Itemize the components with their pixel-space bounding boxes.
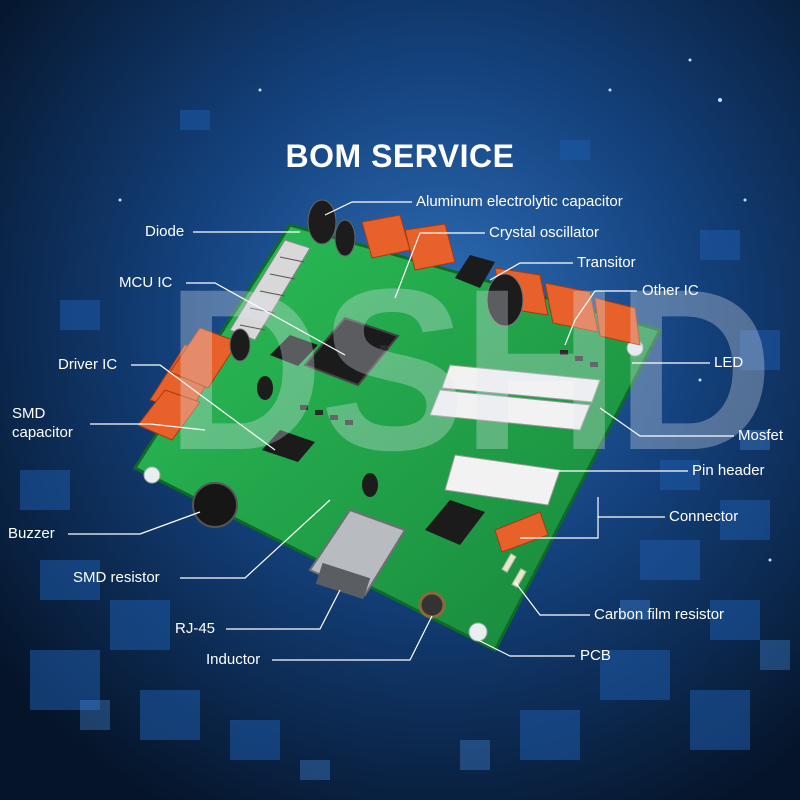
label-buzzer: Buzzer xyxy=(8,525,55,542)
label-led: LED xyxy=(714,354,744,371)
label-aluminum-capacitor: Aluminum electrolytic capacitor xyxy=(416,193,623,210)
label-connector: Connector xyxy=(669,508,739,525)
label-inductor: Inductor xyxy=(206,651,261,668)
label-pcb: PCB xyxy=(580,647,611,664)
label-carbon-film-resistor: Carbon film resistor xyxy=(594,606,725,623)
label-mcu-ic: MCU IC xyxy=(119,274,173,291)
label-smd-resistor: SMD resistor xyxy=(73,569,160,586)
page-title: BOM SERVICE xyxy=(285,138,515,174)
label-diode: Diode xyxy=(145,223,185,240)
label-other-ic: Other IC xyxy=(642,282,699,299)
label-smd-capacitor-line2: capacitor xyxy=(12,424,73,441)
label-rj45: RJ-45 xyxy=(175,620,216,637)
label-smd-capacitor-line1: SMD xyxy=(12,405,46,422)
label-mosfet: Mosfet xyxy=(738,427,784,444)
label-driver-ic: Driver IC xyxy=(58,356,118,373)
label-crystal-oscillator: Crystal oscillator xyxy=(489,224,600,241)
label-transitor: Transitor xyxy=(577,254,636,271)
label-pin-header: Pin header xyxy=(692,462,765,479)
